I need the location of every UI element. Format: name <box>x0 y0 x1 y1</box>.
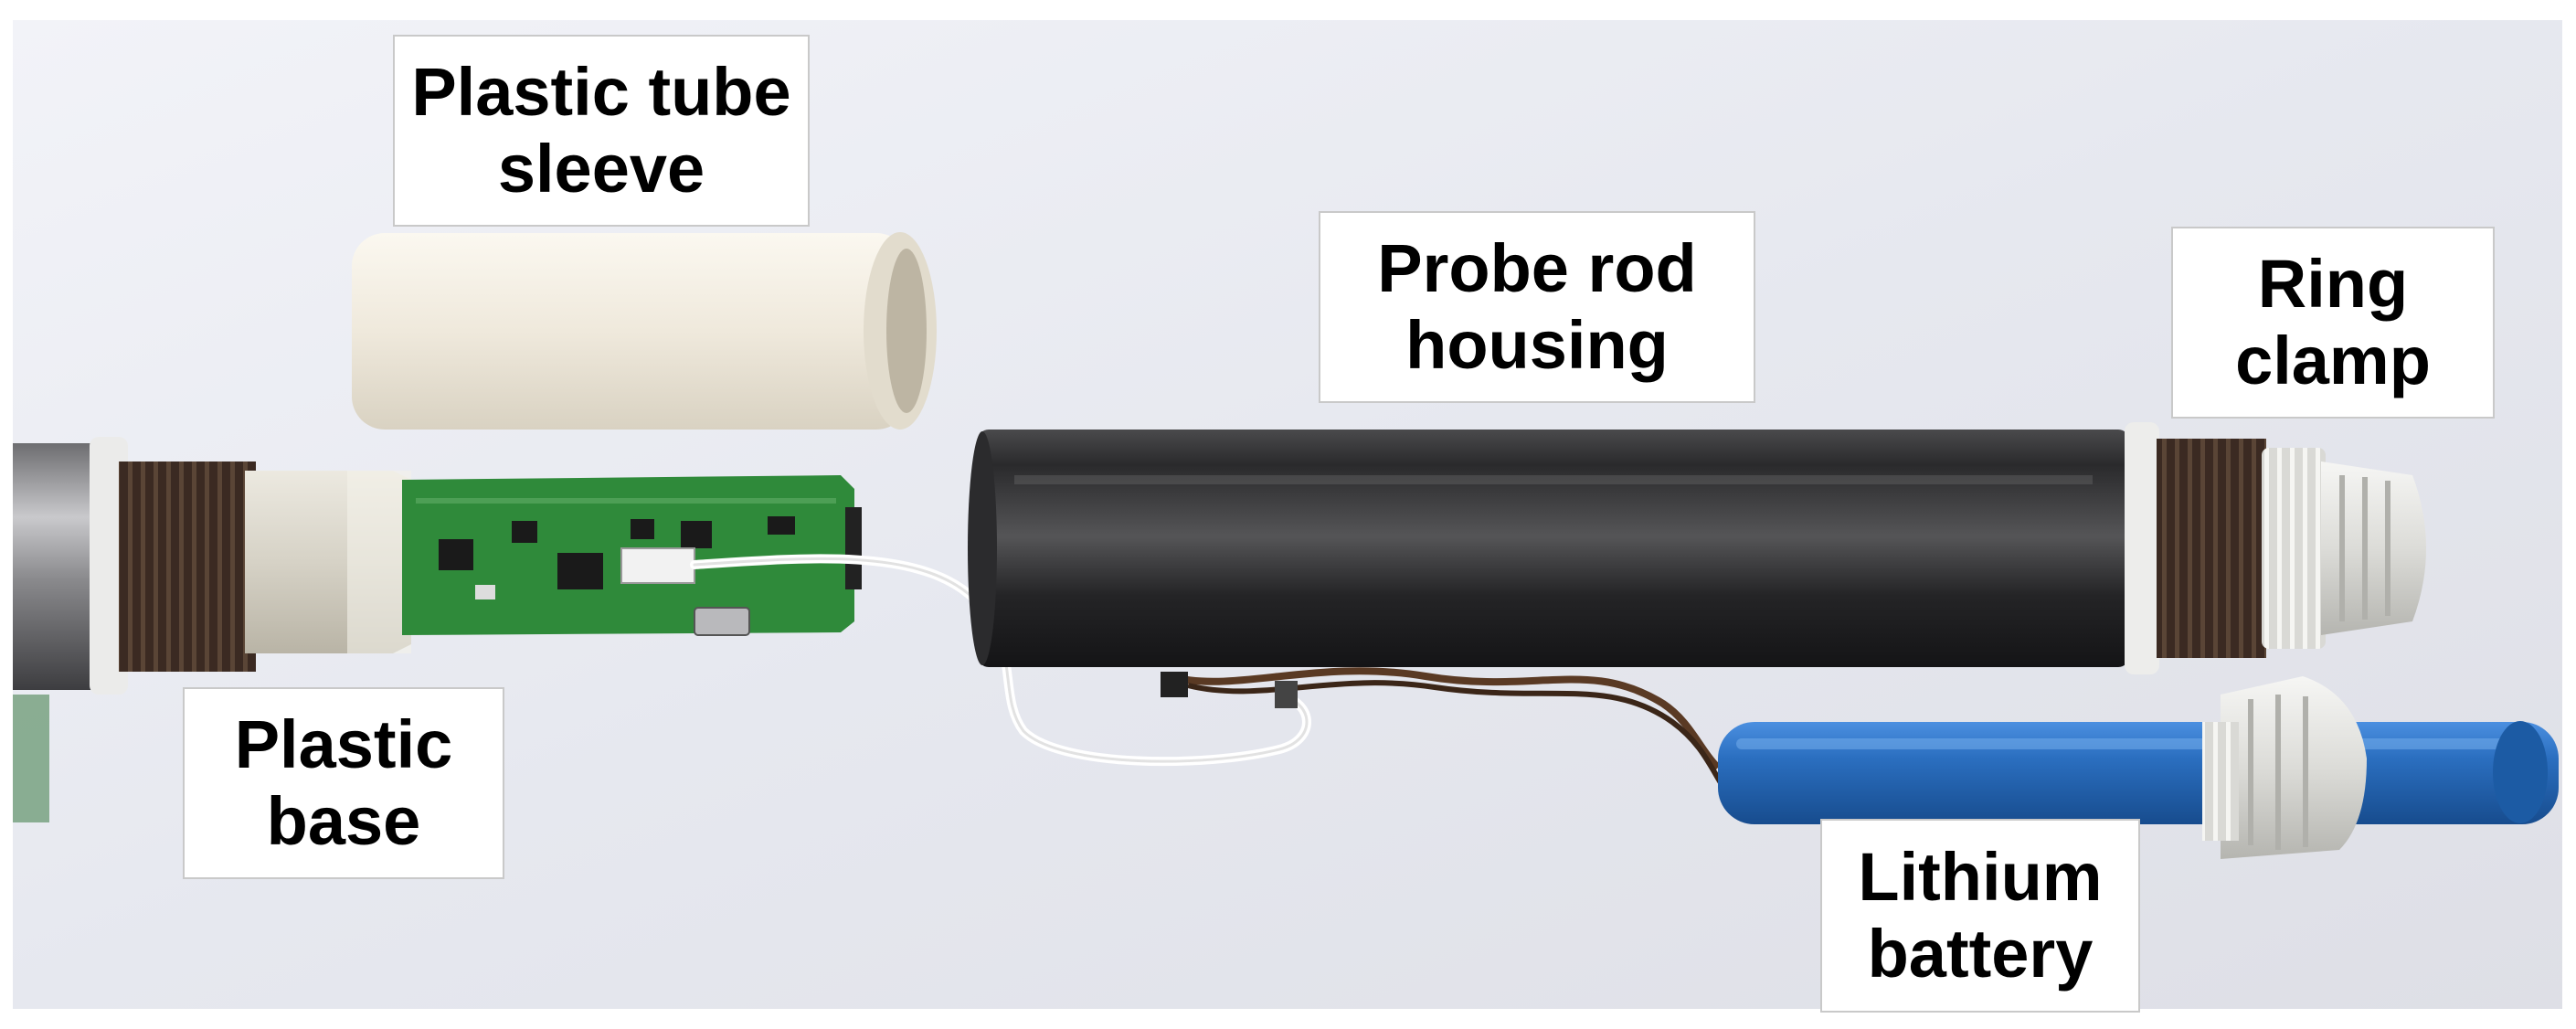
label-plastic-tube-sleeve: Plastic tube sleeve <box>393 35 810 227</box>
probe-rod-housing <box>968 422 2426 674</box>
label-text-line: Plastic tube <box>411 54 791 130</box>
pcb-board <box>402 475 862 636</box>
label-lithium-battery: Lithium battery <box>1820 819 2140 1013</box>
label-text-line: battery <box>1867 916 2094 992</box>
label-text-line: Lithium <box>1858 839 2103 915</box>
label-text-line: Ring <box>2257 246 2409 322</box>
plastic-tube-sleeve <box>352 232 937 430</box>
label-text-line: sleeve <box>497 131 705 207</box>
label-text-line: Probe rod <box>1377 230 1697 306</box>
label-ring-clamp: Ring clamp <box>2171 227 2495 419</box>
label-text-line: clamp <box>2235 323 2431 398</box>
label-text-line: housing <box>1405 307 1669 383</box>
label-probe-rod-housing: Probe rod housing <box>1319 211 1755 403</box>
label-text-line: Plastic <box>234 706 453 782</box>
label-text-line: base <box>266 783 421 859</box>
lithium-battery-body <box>1718 676 2559 859</box>
label-plastic-base: Plastic base <box>183 687 504 879</box>
metal-probe-body <box>13 437 411 822</box>
